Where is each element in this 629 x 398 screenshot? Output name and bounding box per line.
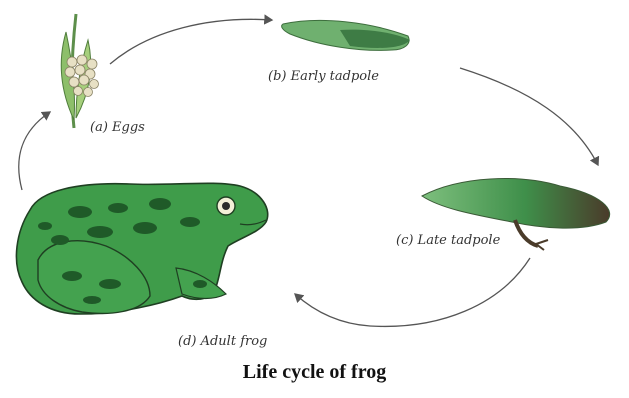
arrow-eggs-to-early-tadpole	[110, 19, 272, 64]
stage-label-adult-frog: (d) Adult frog	[178, 334, 267, 349]
stage-label-eggs: (a) Eggs	[90, 120, 145, 135]
arrow-late-tadpole-to-frog	[295, 258, 530, 326]
adult-frog-illustration	[16, 183, 267, 314]
stage-label-early-tadpole: (b) Early tadpole	[268, 69, 379, 84]
early-tadpole-illustration	[282, 20, 410, 50]
arrow-frog-to-eggs	[19, 112, 50, 190]
stage-label-late-tadpole: (c) Late tadpole	[396, 233, 500, 248]
figure-title: Life cycle of frog	[0, 361, 629, 384]
arrow-early-to-late-tadpole	[460, 68, 598, 165]
eggs-illustration	[61, 14, 98, 128]
